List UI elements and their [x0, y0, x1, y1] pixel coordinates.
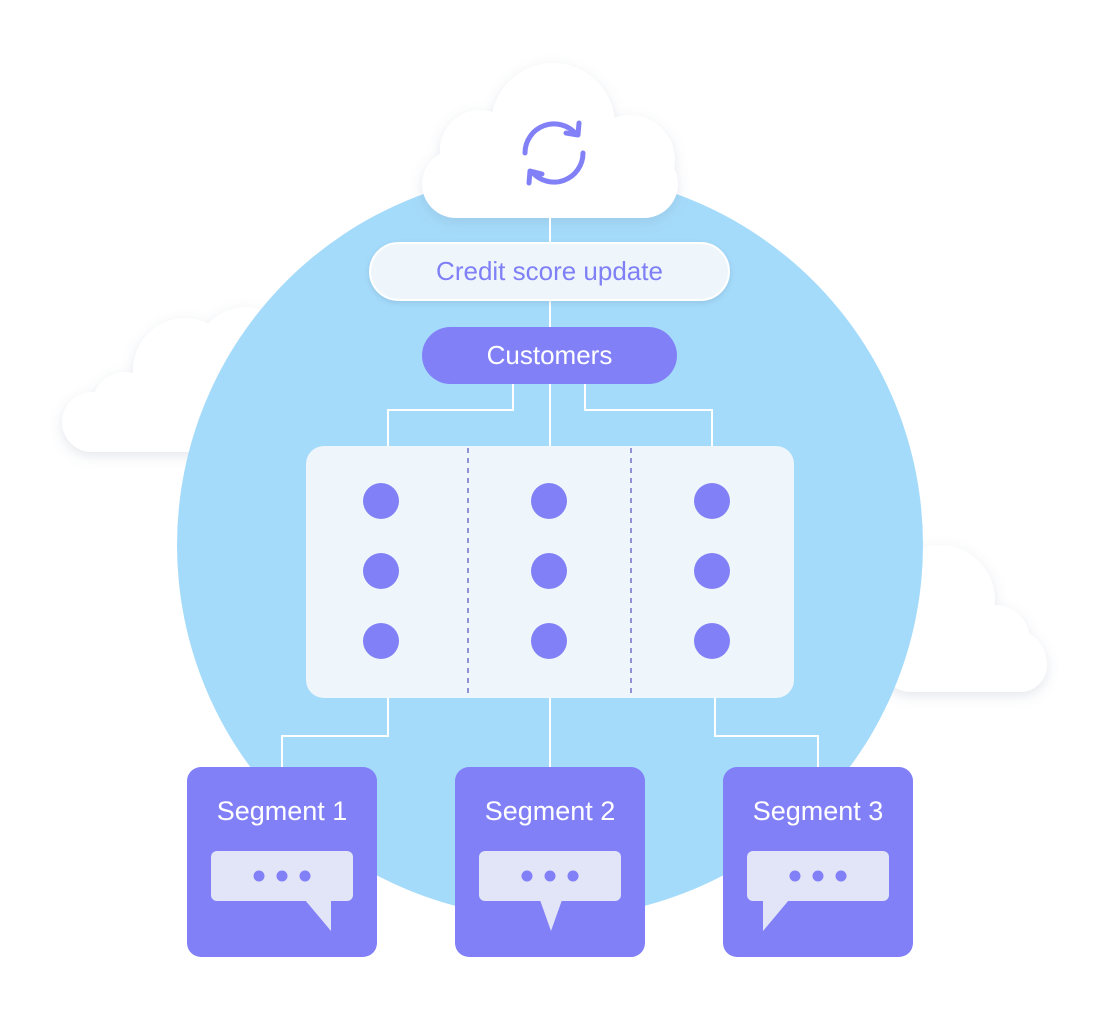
connector-lines — [281, 216, 819, 768]
segment-box-2 — [455, 767, 645, 957]
chat-bubble-ellipsis-icon — [747, 851, 889, 931]
customer-dot — [531, 623, 567, 659]
customer-dot — [694, 483, 730, 519]
chat-bubble-ellipsis-icon — [211, 851, 353, 931]
segment-boxes — [187, 767, 913, 957]
column-dividers — [467, 448, 632, 696]
customer-dot — [531, 483, 567, 519]
customer-dot — [363, 553, 399, 589]
customers-label: Customers — [486, 340, 613, 370]
customer-dot — [363, 483, 399, 519]
customer-dot — [694, 553, 730, 589]
customer-dot — [363, 623, 399, 659]
top-cloud — [422, 63, 678, 218]
customer-dot — [694, 623, 730, 659]
customers-pill: Customers — [422, 327, 677, 384]
segment-box-3 — [723, 767, 913, 957]
customer-dot — [531, 553, 567, 589]
segment-1-label: Segment 1 — [216, 796, 348, 826]
credit-score-update-label: Credit score update — [436, 256, 663, 286]
chat-bubble-ellipsis-icon — [479, 851, 621, 931]
segment-2-label: Segment 2 — [484, 796, 616, 826]
sync-icon — [522, 120, 586, 186]
customer-dots — [363, 483, 730, 659]
segment-3-label: Segment 3 — [752, 796, 884, 826]
credit-score-update-pill: Credit score update — [369, 242, 730, 301]
segment-box-1 — [187, 767, 377, 957]
